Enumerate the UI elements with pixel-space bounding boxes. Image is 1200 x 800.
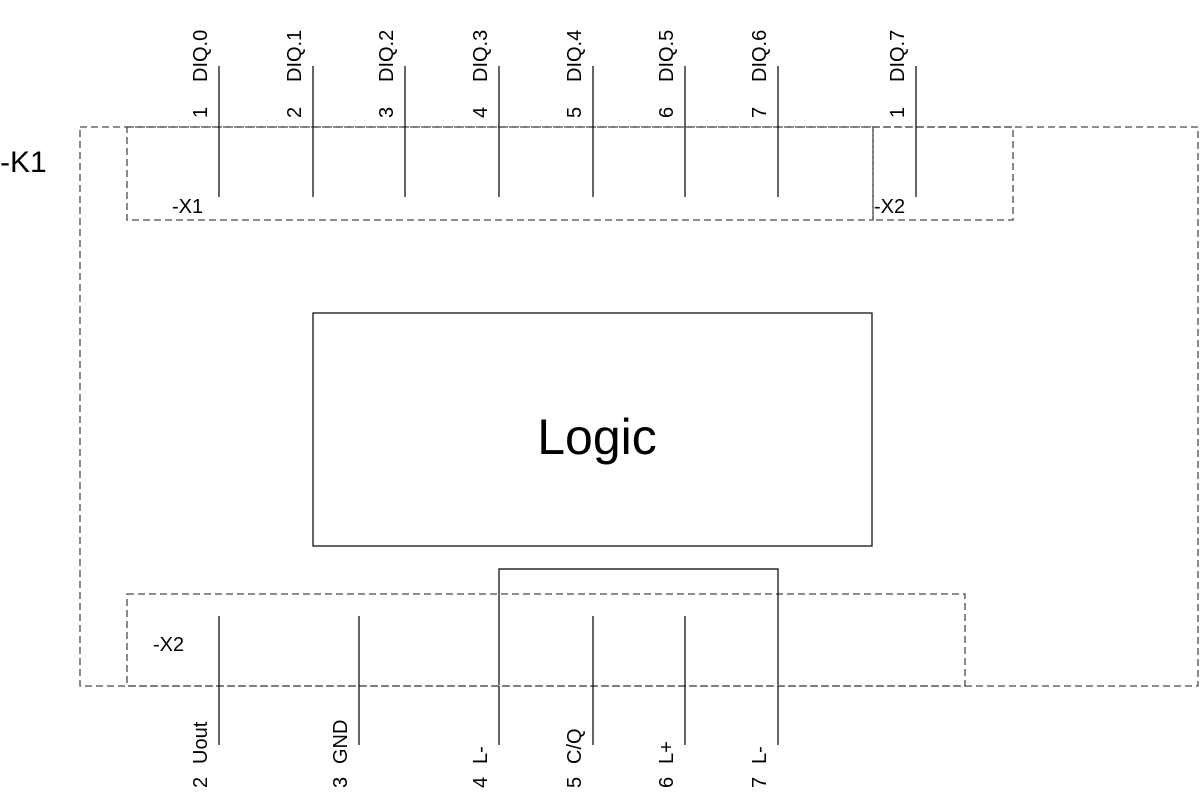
top-pin-number: 7 bbox=[749, 107, 771, 118]
top-pin-signal: DIQ.3 bbox=[470, 30, 492, 82]
bottom-pin-number: 7 bbox=[749, 777, 771, 788]
top-pin-number: 1 bbox=[887, 107, 909, 118]
bottom-connector-x2-frame bbox=[126, 593, 966, 687]
top-connector-x1-label: -X1 bbox=[172, 196, 203, 218]
top-pin-number: 6 bbox=[656, 107, 678, 118]
top-pin-number: 3 bbox=[376, 107, 398, 118]
top-pin-number: 5 bbox=[564, 107, 586, 118]
top-connector-x2-frame bbox=[872, 126, 1014, 221]
top-pin-signal: DIQ.2 bbox=[376, 30, 398, 82]
bottom-pin-signal: L- bbox=[749, 746, 771, 764]
bottom-pin-signal: L+ bbox=[656, 741, 678, 764]
bottom-pin-signal: Uout bbox=[190, 721, 212, 764]
logic-label: Logic bbox=[537, 409, 657, 465]
bottom-pin-signal: L- bbox=[470, 746, 492, 764]
top-pin-signal: DIQ.4 bbox=[564, 30, 586, 82]
top-pin-signal: DIQ.6 bbox=[749, 30, 771, 82]
top-pin-signal: DIQ.5 bbox=[656, 30, 678, 82]
logic-block bbox=[312, 312, 873, 547]
bottom-pin-number: 2 bbox=[190, 777, 212, 788]
bottom-pin-number: 5 bbox=[564, 777, 586, 788]
top-pin-signal: DIQ.7 bbox=[887, 30, 909, 82]
bottom-connector-x2-label: -X2 bbox=[153, 634, 184, 656]
bottom-pin-number: 6 bbox=[656, 777, 678, 788]
top-pin-number: 1 bbox=[190, 107, 212, 118]
bottom-pin-signal: C/Q bbox=[564, 728, 586, 764]
bottom-pin-number: 3 bbox=[330, 777, 352, 788]
bottom-pin-number: 4 bbox=[470, 777, 492, 788]
top-pin-number: 4 bbox=[470, 107, 492, 118]
top-connector-x1-frame bbox=[126, 126, 874, 221]
bottom-pin-signal: GND bbox=[330, 720, 352, 764]
top-pin-signal: DIQ.1 bbox=[284, 30, 306, 82]
top-connector-x2-label: -X2 bbox=[874, 196, 905, 218]
device-label: -K1 bbox=[0, 146, 47, 179]
top-pin-group: 1 DIQ.0 2 DIQ.1 3 DIQ.2 4 DIQ.3 5 DIQ.4 6 DIQ.5 7 DIQ… bbox=[190, 30, 917, 197]
l-minus-bridge-wire bbox=[498, 568, 779, 685]
top-pin-signal: DIQ.0 bbox=[190, 30, 212, 82]
device-frame bbox=[79, 126, 1199, 687]
bottom-pin-group: 2 Uout 3 GND 4 L- 5 C/Q 6 L+ 7 L- bbox=[190, 616, 779, 788]
top-pin-number: 2 bbox=[284, 107, 306, 118]
